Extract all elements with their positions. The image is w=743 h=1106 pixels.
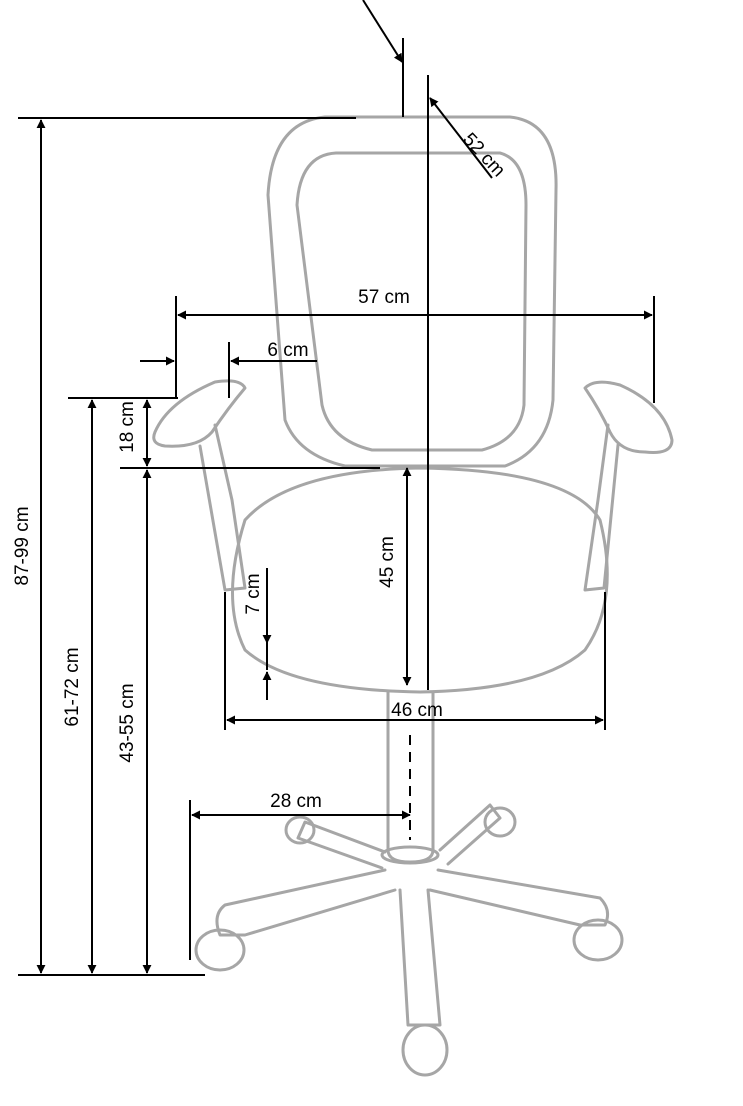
base-leg-left-back [296, 820, 387, 870]
depth-arrow-lower [429, 97, 493, 179]
left-armrest-support [198, 423, 247, 592]
seat-width-label: 46 cm [391, 700, 443, 721]
armrest-height-label: 18 cm [117, 401, 138, 453]
depth-label: 52 cm [458, 129, 509, 181]
base-radius-label: 28 cm [270, 791, 322, 812]
seat [231, 466, 609, 694]
base-leg-right-back [438, 803, 502, 866]
left-armrest-pad [152, 379, 247, 448]
base-leg-left-front [215, 868, 397, 937]
right-armrest-pad [583, 380, 674, 454]
total-height-label: 87-99 cm [12, 506, 33, 585]
base-leg-right-front [428, 868, 610, 927]
right-armrest-support [583, 423, 620, 592]
backrest-inner [295, 151, 528, 452]
dimension-lines [18, 0, 655, 976]
seat-height-label: 45 cm [377, 536, 398, 588]
caster-right-back [483, 806, 517, 838]
caster-front [401, 1023, 449, 1077]
backrest-outer [266, 115, 558, 468]
seat-floor-height-label: 43-55 cm [117, 683, 138, 762]
chair-illustration [152, 115, 674, 1077]
depth-arrow-upper [362, 0, 403, 63]
caster-right-front [572, 918, 624, 962]
armrest-floor-height-label: 61-72 cm [62, 647, 83, 726]
seat-adjust-label: 7 cm [243, 573, 264, 614]
dimension-labels: 52 cm 57 cm 6 cm 18 cm 45 cm 7 cm 46 cm … [12, 129, 509, 812]
cylinder-cap [380, 845, 440, 865]
width-label: 57 cm [358, 287, 410, 308]
base-leg-front [398, 888, 442, 1027]
armrest-width-label: 6 cm [267, 340, 308, 361]
caster-left-front [194, 928, 246, 972]
